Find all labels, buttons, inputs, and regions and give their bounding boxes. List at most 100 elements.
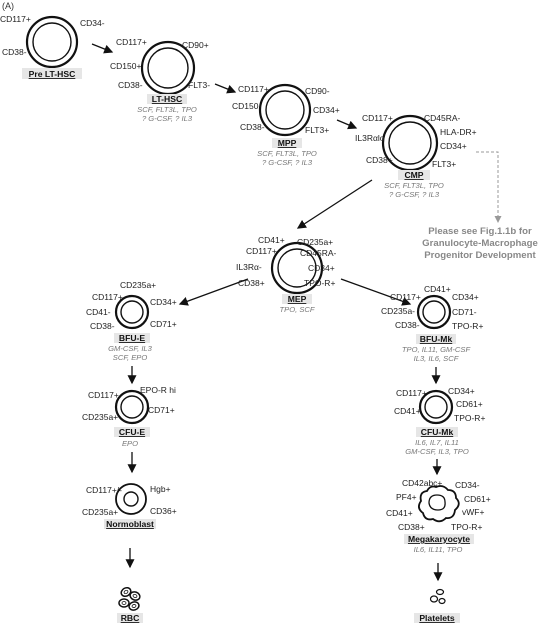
cell-cfu-mk: CD117+ CD34+ CD61+ CD41+ TPO-R+ CFU-Mk I… — [394, 386, 485, 456]
marker-label: CD38+ — [398, 522, 425, 532]
arrow — [214, 83, 237, 94]
cell-name: RBC — [121, 613, 140, 623]
marker-label: CD36+ — [150, 506, 177, 516]
marker-label: CD34+ — [308, 263, 335, 273]
cell-name: MEP — [288, 294, 307, 304]
marker-label: IL3Rα- — [236, 262, 262, 272]
dashed-arrow — [476, 151, 502, 223]
cell-cfu-e: CD117+ EPO-R hi CD71+ CD235a+ CFU-E EPO — [82, 385, 176, 448]
marker-label: CD90- — [305, 86, 330, 96]
marker-label: CD38- — [2, 47, 27, 57]
cell-name: CFU-Mk — [421, 427, 454, 437]
cell-cmp: CD117+ CD45RA- IL3Rαlo HLA-DR+ CD34+ CD3… — [355, 113, 477, 199]
cell-pre-lt-hsc: CD117+ CD34- CD38- Pre LT-HSC — [0, 14, 105, 79]
marker-label: CD34- — [80, 18, 105, 28]
cell-name: LT-HSC — [152, 94, 182, 104]
marker-label: CD235a+ — [82, 507, 118, 517]
marker-label: CD34+ — [313, 105, 340, 115]
marker-label: CD90+ — [182, 40, 209, 50]
marker-label: EPO-R hi — [140, 385, 176, 395]
cell-mep: CD41+ CD235a+ CD117+ CD45RA- IL3Rα- CD34… — [236, 235, 337, 314]
cell-name: Pre LT-HSC — [29, 69, 76, 79]
marker-label: CD235a+ — [120, 280, 156, 290]
cell-name: BFU-E — [119, 333, 146, 343]
marker-label: CD34+ — [448, 386, 475, 396]
marker-label: CD42abc+ — [402, 478, 442, 488]
marker-label: CD34+ — [452, 292, 479, 302]
note-line: Granulocyte-Macrophage — [422, 238, 538, 249]
marker-label: CD71+ — [148, 405, 175, 415]
marker-label: CD61+ — [456, 399, 483, 409]
marker-label: CD117+ — [362, 113, 393, 123]
marker-label: CD41+ — [394, 406, 421, 416]
marker-label: Hgb+ — [150, 484, 171, 494]
marker-label: CD41- — [86, 307, 111, 317]
growth-factors: IL6, IL7, IL11 — [415, 438, 459, 447]
cell-bfu-e: CD235a+ CD117+ CD34+ CD41- CD38- CD71+ B… — [86, 280, 177, 362]
growth-factors: TPO, IL11, GM-CSF — [402, 345, 471, 354]
marker-label: IL3Rαlo — [355, 133, 385, 143]
marker-label: TPO-R+ — [454, 413, 485, 423]
marker-label: CD45RA- — [424, 113, 461, 123]
cell-name: Normoblast — [106, 519, 154, 529]
arrow — [340, 278, 412, 306]
cell-name: BFU-Mk — [420, 334, 453, 344]
growth-factors: SCF, FLT3L, TPO — [137, 105, 197, 114]
growth-factors: IL6, IL11, TPO — [414, 545, 463, 554]
marker-label: CD117+ — [0, 14, 31, 24]
cell-name: Platelets — [419, 613, 455, 623]
arrow — [91, 43, 114, 54]
growth-factors: EPO — [122, 439, 138, 448]
growth-factors: SCF, FLT3L, TPO — [257, 149, 317, 158]
marker-label: CD41+ — [258, 235, 285, 245]
marker-label: CD34- — [455, 480, 480, 490]
arrow — [178, 278, 249, 306]
marker-label: CD150- — [232, 101, 261, 111]
growth-factors: SCF, EPO — [113, 353, 148, 362]
growth-factors: ? G-CSF, ? IL3 — [389, 190, 440, 199]
marker-label: CD38- — [395, 320, 420, 330]
arrow — [296, 179, 373, 229]
cell-normoblast: CD117+/- Hgb+ CD36+ CD235a+ Normoblast — [82, 483, 177, 529]
cell-name: CMP — [404, 170, 423, 180]
marker-label: CD117+/- — [86, 485, 122, 495]
cell-lt-hsc: CD117+ CD90+ CD150+ CD38- FLT3- LT-HSC S… — [110, 37, 210, 123]
marker-label: CD38- — [90, 321, 115, 331]
marker-label: CD117+ — [238, 84, 269, 94]
growth-factors: GM-CSF, IL3, TPO — [405, 447, 469, 456]
marker-label: CD38- — [240, 122, 265, 132]
marker-label: CD117+ — [396, 388, 427, 398]
marker-label: CD38- — [118, 80, 143, 90]
marker-label: CD34+ — [150, 297, 177, 307]
marker-label: FLT3+ — [432, 159, 456, 169]
growth-factors: GM-CSF, IL3 — [108, 344, 153, 353]
cell-mpp: CD117+ CD90- CD150- CD34+ CD38- FLT3+ MP… — [232, 83, 340, 167]
marker-label: CD61+ — [464, 494, 491, 504]
marker-label: CD41+ — [424, 284, 451, 294]
marker-label: CD235a- — [381, 306, 415, 316]
marker-label: TPO-R+ — [451, 522, 482, 532]
marker-label: CD235a+ — [297, 237, 333, 247]
marker-label: CD117+ — [88, 390, 119, 400]
note-line: Progenitor Development — [424, 250, 536, 261]
marker-label: CD117+ — [246, 246, 277, 256]
cell-megakaryocyte: CD42abc+ CD34- PF4+ CD61+ vWF+ CD41+ CD3… — [386, 478, 491, 554]
marker-label: CD235a+ — [82, 412, 118, 422]
marker-label: CD41+ — [386, 508, 413, 518]
marker-label: CD45RA- — [300, 248, 337, 258]
cell-platelets: Platelets — [414, 588, 460, 623]
marker-label: TPO-R+ — [452, 321, 483, 331]
marker-label: CD71- — [452, 307, 477, 317]
marker-label: CD117+ — [390, 292, 421, 302]
marker-label: CD117+ — [116, 37, 147, 47]
growth-factors: TPO, SCF — [279, 305, 314, 314]
marker-label: CD117+ — [92, 292, 123, 302]
marker-label: CD38+ — [238, 278, 265, 288]
marker-label: CD34+ — [440, 141, 467, 151]
growth-factors: ? G-CSF, ? IL3 — [262, 158, 313, 167]
panel-label: (A) — [2, 1, 14, 11]
note-line: Please see Fig.1.1b for — [428, 226, 532, 237]
growth-factors: SCF, FLT3L, TPO — [384, 181, 444, 190]
growth-factors: ? G-CSF, ? IL3 — [142, 114, 193, 123]
